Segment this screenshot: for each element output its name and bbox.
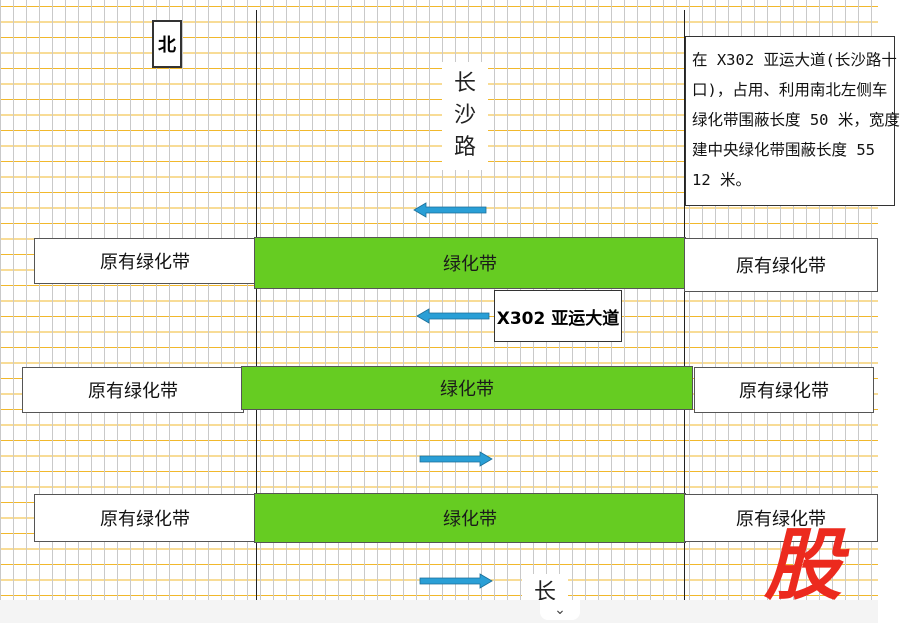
diagram-canvas: 北 长 沙 路 在 X302 亚运大道(长沙路十口)，占用、利用南北左侧车绿化带… <box>0 0 900 608</box>
original-green-belt-left: 原有绿化带 <box>34 238 256 284</box>
green-belt-middle: 绿化带 <box>254 493 686 543</box>
avenue-label: X302 亚运大道 <box>494 290 622 342</box>
description-line: 在 X302 亚运大道(长沙路十 <box>692 51 897 69</box>
description-line: 口)，占用、利用南北左侧车 <box>692 81 888 99</box>
description-line: 12 米。 <box>692 171 751 189</box>
description-box: 在 X302 亚运大道(长沙路十口)，占用、利用南北左侧车绿化带围蔽长度 50 … <box>685 36 900 206</box>
original-green-belt-right: 原有绿化带 <box>694 367 874 413</box>
north-label: 北 <box>152 20 182 68</box>
bottom-bar <box>0 600 878 623</box>
original-green-belt-left: 原有绿化带 <box>34 494 256 542</box>
description-line: 建中央绿化带围蔽长度 55 <box>692 141 875 159</box>
original-green-belt-right: 原有绿化带 <box>684 494 878 542</box>
road-label-char: 路 <box>453 135 476 160</box>
traffic-arrow-right-icon <box>419 451 493 467</box>
road-label-char: 长 <box>453 71 476 96</box>
original-green-belt-right: 原有绿化带 <box>684 238 878 292</box>
road-label-changsha: 长 沙 路 <box>442 62 488 170</box>
road-label-bottom: 长 <box>522 574 568 605</box>
road-edge-line-right <box>684 10 685 600</box>
green-belt-middle: 绿化带 <box>254 237 686 289</box>
description-line: 绿化带围蔽长度 50 米，宽度 <box>692 111 900 129</box>
road-label-char: 沙 <box>453 103 476 128</box>
watermark-logo: 股 <box>764 521 843 611</box>
road-edge-line-left <box>256 10 257 600</box>
traffic-arrow-right-icon <box>419 573 493 589</box>
traffic-arrow-left-icon <box>413 202 487 218</box>
original-green-belt-left: 原有绿化带 <box>22 367 244 413</box>
traffic-arrow-left-icon <box>416 308 490 324</box>
green-belt-middle: 绿化带 <box>241 366 693 410</box>
chevron-down-icon[interactable]: ⌄ <box>540 600 580 620</box>
